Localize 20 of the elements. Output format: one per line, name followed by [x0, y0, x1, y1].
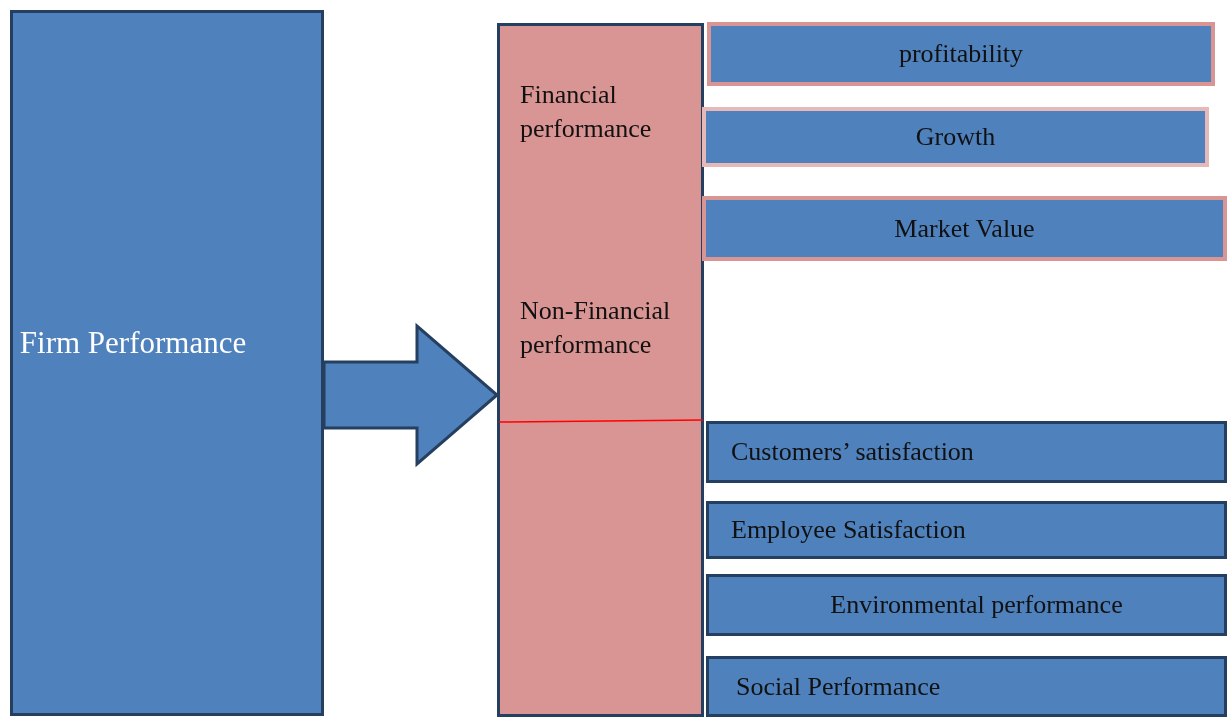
metric-box [702, 196, 1227, 261]
category-label: Financial performance [520, 79, 653, 145]
metric-box [706, 574, 1227, 636]
category-label: Non-Financial performance [520, 295, 672, 361]
box-title: Firm Performance [18, 324, 248, 362]
metric-label: Growth [914, 121, 997, 154]
metric-label: Social Performance [736, 670, 941, 703]
metric-box [706, 501, 1227, 559]
metric-label: Employee Satisfaction [731, 514, 966, 547]
metric-box [706, 656, 1227, 717]
category-box [10, 10, 324, 716]
category-panel [497, 23, 704, 717]
metric-label: profitability [897, 38, 1025, 71]
block-arrow [322, 322, 500, 468]
metric-box [707, 22, 1215, 86]
metric-box [706, 421, 1227, 483]
metric-label: Market Value [893, 212, 1036, 245]
metric-box [702, 107, 1209, 167]
metric-label: Environmental performance [829, 589, 1124, 622]
metric-label: Customers’ satisfaction [731, 436, 974, 469]
